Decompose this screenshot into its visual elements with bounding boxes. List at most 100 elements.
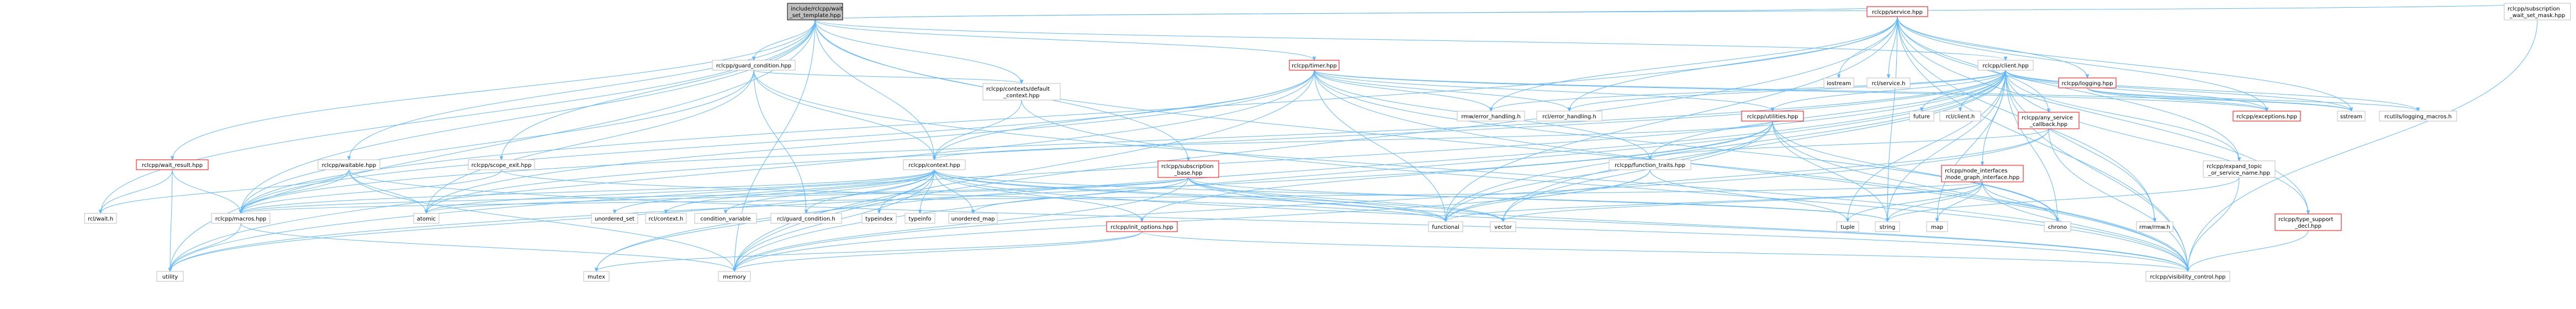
node-label: iostream: [1827, 81, 1851, 87]
node-box: [84, 213, 117, 224]
edge-node-graph-interface-to-tuple: [1848, 181, 1983, 222]
node-box: [468, 159, 535, 170]
node-root[interactable]: include/rclcpp/wait_set_template.hpp: [787, 3, 843, 20]
node-box: [861, 213, 897, 224]
node-label: unordered_map: [951, 216, 995, 222]
edge-waitable-to-rcl-wait: [100, 169, 350, 213]
edge-timer-to-rcl-error-handling: [1314, 70, 1569, 111]
node-label: rcl/wait.h: [88, 216, 113, 222]
edge-root-to-wait-result: [172, 19, 816, 160]
node-box: [318, 159, 380, 170]
node-rcl-error-handling: rcl/error_handling.h: [1536, 111, 1602, 122]
node-rcl-wait: rcl/wait.h: [84, 213, 117, 224]
node-box: [770, 213, 842, 224]
node-iostream: iostream: [1823, 77, 1854, 88]
node-function-traits: rclcpp/function_traits.hpp: [1609, 159, 1691, 170]
edge-guard-condition-to-contexts-default-context: [753, 70, 1022, 83]
edge-service-to-rcl-error-handling: [1569, 16, 1898, 111]
node-box: [1939, 111, 1981, 122]
node-label: rclcpp/init_options.hpp: [1110, 224, 1173, 231]
edge-client-to-future: [1922, 70, 2006, 111]
edge-wait-result-to-utility: [170, 169, 173, 271]
node-typeinfo: typeinfo: [904, 213, 935, 224]
node-box: [2136, 221, 2173, 232]
node-label: rmw/error_handling.h: [1461, 114, 1520, 120]
edge-client-to-visibility-control: [2005, 70, 2188, 271]
edge-service-to-sstream: [1897, 16, 2351, 111]
node-box: [1457, 111, 1525, 122]
node-label: rclcpp/logging.hpp: [2062, 81, 2113, 87]
edge-timer-to-memory: [734, 70, 1315, 271]
node-box: [2275, 213, 2342, 231]
edge-subscription-base-to-memory: [734, 177, 1189, 271]
node-rcl-context: rcl/context.h: [645, 213, 687, 224]
edge-client-to-map: [1937, 70, 2006, 222]
edge-utilities-to-chrono: [1772, 121, 2057, 222]
node-future: future: [1909, 111, 1934, 122]
node-vector: vector: [1490, 221, 1516, 232]
node-mutex: mutex: [583, 271, 610, 282]
node-box: [1609, 159, 1691, 170]
node-label: typeindex: [865, 216, 893, 222]
node-label: atomic: [417, 216, 436, 222]
node-any-service-callback[interactable]: rclcpp/any_service_callback.hpp: [2018, 112, 2080, 129]
node-condition-variable: condition_variable: [694, 213, 757, 224]
edge-timer-to-sstream: [1314, 70, 2351, 111]
node-label: rcl/service.h: [1872, 81, 1906, 87]
node-type-support-decl[interactable]: rclcpp/type_support_decl.hpp: [2275, 213, 2342, 231]
edge-client-to-sstream: [2005, 70, 2351, 111]
node-exceptions[interactable]: rclcpp/exceptions.hpp: [2233, 111, 2301, 122]
edge-root-to-contexts-default-context: [814, 19, 1022, 83]
node-label: condition_variable: [700, 216, 751, 222]
edge-timer-to-rmw-error-handling: [1314, 70, 1491, 111]
edge-root-to-memory: [734, 19, 816, 271]
edge-client-to-functional: [1446, 70, 2006, 222]
node-timer[interactable]: rclcpp/timer.hpp: [1289, 60, 1340, 71]
node-logging[interactable]: rclcpp/logging.hpp: [2058, 77, 2117, 88]
edge-client-to-mutex: [596, 70, 2006, 271]
node-subscription-base[interactable]: rclcpp/subscription_base.hpp: [1157, 160, 1219, 178]
node-box: [2044, 221, 2071, 232]
edge-root-to-waitable: [349, 19, 816, 160]
edge-macros-to-memory: [240, 223, 734, 271]
edge-context-to-utility: [170, 169, 935, 271]
node-box: [211, 213, 271, 224]
edge-logging-to-rcutils-logging-macros: [2087, 87, 2418, 111]
node-unordered-map: unordered_map: [948, 213, 998, 224]
edge-context-to-typeinfo: [920, 169, 935, 213]
node-wait-result[interactable]: rclcpp/wait_result.hpp: [136, 159, 209, 170]
node-label: unordered_set: [595, 216, 634, 222]
edge-expand-topic-to-string: [1887, 177, 2240, 222]
edge-wait-result-to-macros: [172, 169, 241, 213]
edge-logging-to-exceptions: [2087, 87, 2267, 111]
edge-node-graph-interface-to-functional: [1446, 181, 1983, 222]
edge-timer-to-chrono: [1314, 70, 2057, 222]
edge-utilities-to-context: [934, 121, 1773, 160]
edge-utilities-to-utility: [170, 121, 1773, 271]
node-init-options[interactable]: rclcpp/init_options.hpp: [1106, 221, 1178, 232]
edge-type-support-decl-to-visibility-control: [2188, 230, 2309, 271]
edge-context-to-mutex: [596, 169, 935, 271]
node-box: [1941, 165, 2024, 182]
edge-context-to-rcl-context: [666, 169, 935, 213]
edge-client-to-vector: [1503, 70, 2006, 222]
edge-node-graph-interface-to-chrono: [1982, 181, 2057, 222]
node-label: map: [1931, 224, 1943, 231]
node-subscription-wait-set-mask: rclcpp/subscription_wait_set_mask.hpp: [2504, 3, 2571, 20]
node-node-graph-interface[interactable]: rclcpp/node_interfaces/node_graph_interf…: [1941, 165, 2024, 182]
node-box: [787, 3, 843, 20]
edge-client-to-utility: [170, 70, 2006, 271]
edge-context-to-unordered-set: [615, 169, 935, 213]
edge-guard-condition-to-visibility-control: [753, 70, 2188, 271]
edge-service-to-macros: [241, 16, 1898, 213]
edge-init-options-to-memory: [734, 231, 1142, 271]
node-utilities[interactable]: rclcpp/utilities.hpp: [1741, 111, 1804, 122]
node-label: rcl/error_handling.h: [1542, 114, 1596, 120]
node-box: [1875, 221, 1900, 232]
node-service[interactable]: rclcpp/service.hpp: [1866, 6, 1928, 17]
node-label: rclcpp/macros.hpp: [215, 216, 267, 222]
node-box: [2203, 160, 2276, 178]
edge-root-to-client: [814, 19, 2006, 60]
edge-root-to-guard-condition: [754, 19, 816, 60]
edge-utilities-to-string: [1772, 121, 1887, 222]
